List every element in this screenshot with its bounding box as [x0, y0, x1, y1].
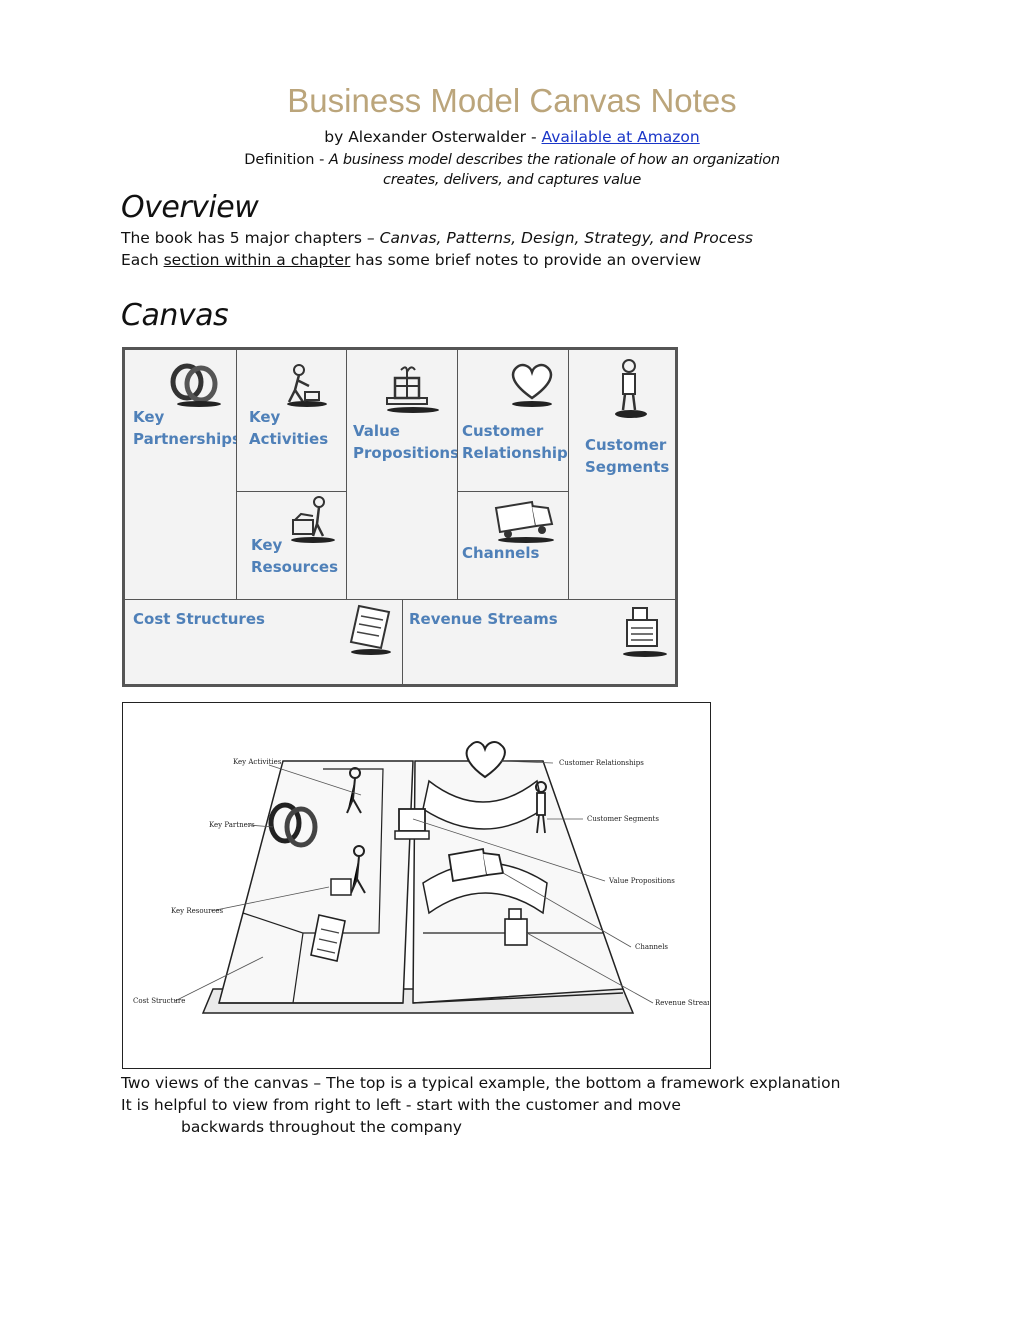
label-key-partnerships: Key Partnerships: [133, 408, 241, 448]
resources-icon: [291, 496, 335, 543]
fw-label-key-partners: Key Partners: [209, 821, 255, 829]
definition-text-line2: creates, delivers, and captures value: [383, 172, 641, 188]
business-model-canvas-framework: Key Activities Key Partners Key Resource…: [122, 702, 718, 1069]
fw-label-cost-structure: Cost Structure: [133, 997, 185, 1005]
chapters-list: Canvas, Patterns, Design, Strategy, and …: [379, 229, 753, 247]
byline-author: by Alexander Osterwalder -: [324, 128, 542, 146]
definition-label: Definition -: [244, 152, 329, 168]
label-customer-relationships: Customer Relationships: [462, 422, 577, 462]
rings-icon: [170, 363, 221, 407]
definition-text-line1: A business model describes the rationale…: [328, 152, 780, 168]
heart-icon: [511, 363, 553, 407]
canvas-heading: Canvas: [121, 298, 229, 333]
fw-label-customer-segments: Customer Segments: [587, 815, 659, 823]
caption-line3: backwards throughout the company: [181, 1118, 462, 1136]
block-customer-segments: Customer Segments: [568, 349, 676, 600]
person-icon: [615, 359, 647, 418]
section-within-chapter: section within a chapter: [163, 251, 351, 269]
label-key-resources: Key Resources: [251, 536, 339, 576]
label-revenue-streams: Revenue Streams: [409, 610, 558, 628]
fw-label-key-activities: Key Activities: [233, 758, 282, 766]
heart-illustration: [465, 741, 506, 779]
overview-line1: The book has 5 major chapters – Canvas, …: [121, 227, 753, 249]
overview-line1-text: The book has 5 major chapters –: [121, 229, 380, 247]
label-cost-structures: Cost Structures: [133, 610, 265, 628]
fw-label-key-resources: Key Resources: [171, 907, 224, 915]
overview-line2: Each section within a chapter has some b…: [121, 249, 701, 271]
overview-line2-prefix: Each: [121, 251, 164, 269]
fw-label-customer-relationships: Customer Relationships: [559, 759, 644, 767]
overview-heading: Overview: [121, 190, 259, 225]
truck-icon: [494, 500, 554, 543]
definition: Definition - A business model describes …: [200, 150, 824, 190]
label-channels: Channels: [462, 544, 540, 562]
block-cost-structures: Cost Structures: [124, 599, 403, 685]
block-key-partnerships: Key Partnerships: [124, 349, 241, 600]
caption-line1: Two views of the canvas – The top is a t…: [121, 1074, 841, 1092]
amazon-link[interactable]: Available at Amazon: [541, 128, 700, 146]
block-channels: Channels: [457, 491, 569, 601]
document-title: Business Model Canvas Notes: [287, 82, 737, 119]
receipt-icon: [349, 604, 391, 655]
fw-label-revenue-streams: Revenue Streams: [655, 999, 709, 1007]
cash-register-icon: [623, 607, 667, 657]
business-model-canvas-typical: Key Partnerships Key Activities Key Reso…: [122, 347, 678, 687]
block-key-resources: Key Resources: [236, 491, 347, 601]
block-revenue-streams: Revenue Streams: [402, 599, 676, 685]
worker-icon: [287, 364, 327, 407]
gift-icon: [386, 366, 439, 413]
fw-label-channels: Channels: [635, 943, 668, 951]
framework-illustration: Key Activities Key Partners Key Resource…: [133, 741, 718, 1014]
caption-line2: It is helpful to view from right to left…: [121, 1096, 681, 1114]
fw-label-value-propositions: Value Propositions: [608, 877, 675, 885]
block-key-activities: Key Activities: [236, 349, 347, 492]
overview-line2-suffix: has some brief notes to provide an overv…: [350, 251, 702, 269]
block-value-propositions: Value Propositions: [346, 349, 460, 600]
label-value-propositions: Value Propositions: [353, 422, 460, 462]
label-key-activities: Key Activities: [249, 408, 329, 448]
byline: by Alexander Osterwalder - Available at …: [0, 128, 1024, 146]
label-customer-segments: Customer Segments: [585, 436, 670, 476]
block-customer-relationships: Customer Relationships: [457, 349, 577, 492]
